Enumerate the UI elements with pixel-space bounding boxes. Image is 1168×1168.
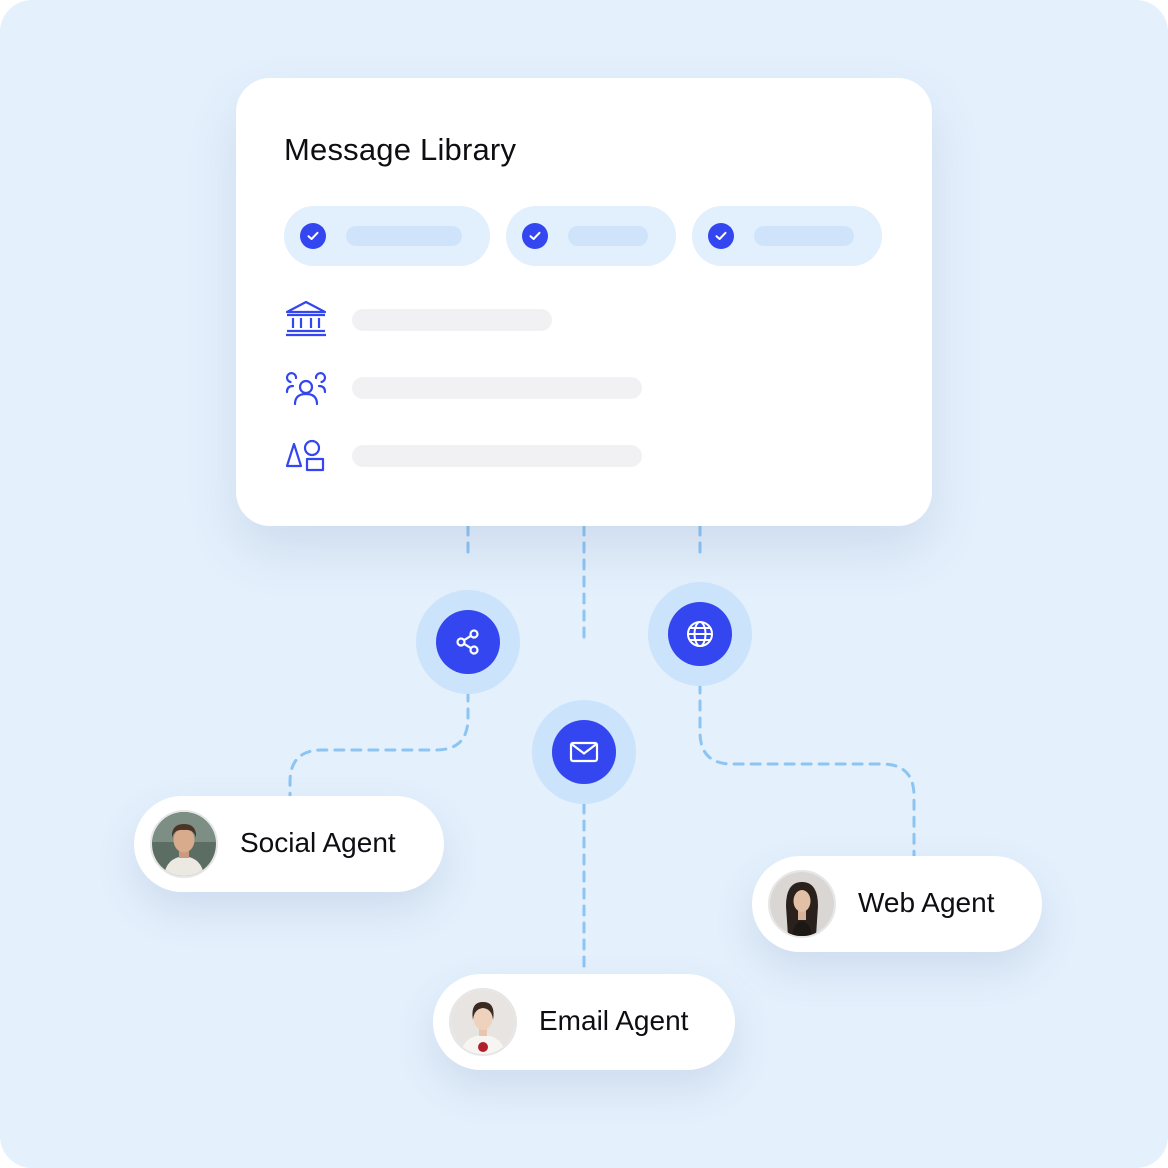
mail-node[interactable]	[532, 700, 636, 804]
agent-label: Social Agent	[240, 827, 396, 858]
agent-label: Email Agent	[539, 1005, 689, 1036]
filter-chip-3[interactable]	[692, 206, 882, 266]
filter-chip-2[interactable]	[506, 206, 676, 266]
avatar	[449, 988, 517, 1056]
shapes-icon	[284, 434, 328, 478]
avatar	[768, 870, 836, 938]
chip-placeholder	[568, 226, 648, 246]
social-agent-card[interactable]: Social Agent	[134, 796, 444, 892]
filter-chip-1[interactable]	[284, 206, 490, 266]
check-icon	[522, 223, 548, 249]
globe-node[interactable]	[648, 582, 752, 686]
users-icon	[284, 366, 328, 410]
web-connector-lower	[698, 682, 916, 858]
row-placeholder-2	[352, 377, 642, 399]
agent-label: Web Agent	[858, 887, 995, 918]
share-icon	[436, 610, 500, 674]
web-agent-card[interactable]: Web Agent	[752, 856, 1042, 952]
email-agent-card[interactable]: Email Agent	[433, 974, 735, 1070]
chip-placeholder	[754, 226, 854, 246]
message-library-card: Message Library	[236, 78, 932, 526]
avatar	[150, 810, 218, 878]
bank-icon	[284, 298, 328, 342]
globe-icon	[668, 602, 732, 666]
share-node[interactable]	[416, 590, 520, 694]
row-placeholder-3	[352, 445, 642, 467]
social-connector-lower	[288, 690, 470, 798]
check-icon	[300, 223, 326, 249]
card-title: Message Library	[284, 132, 517, 167]
chip-placeholder	[346, 226, 462, 246]
check-icon	[708, 223, 734, 249]
row-placeholder-1	[352, 309, 552, 331]
mail-icon	[552, 720, 616, 784]
